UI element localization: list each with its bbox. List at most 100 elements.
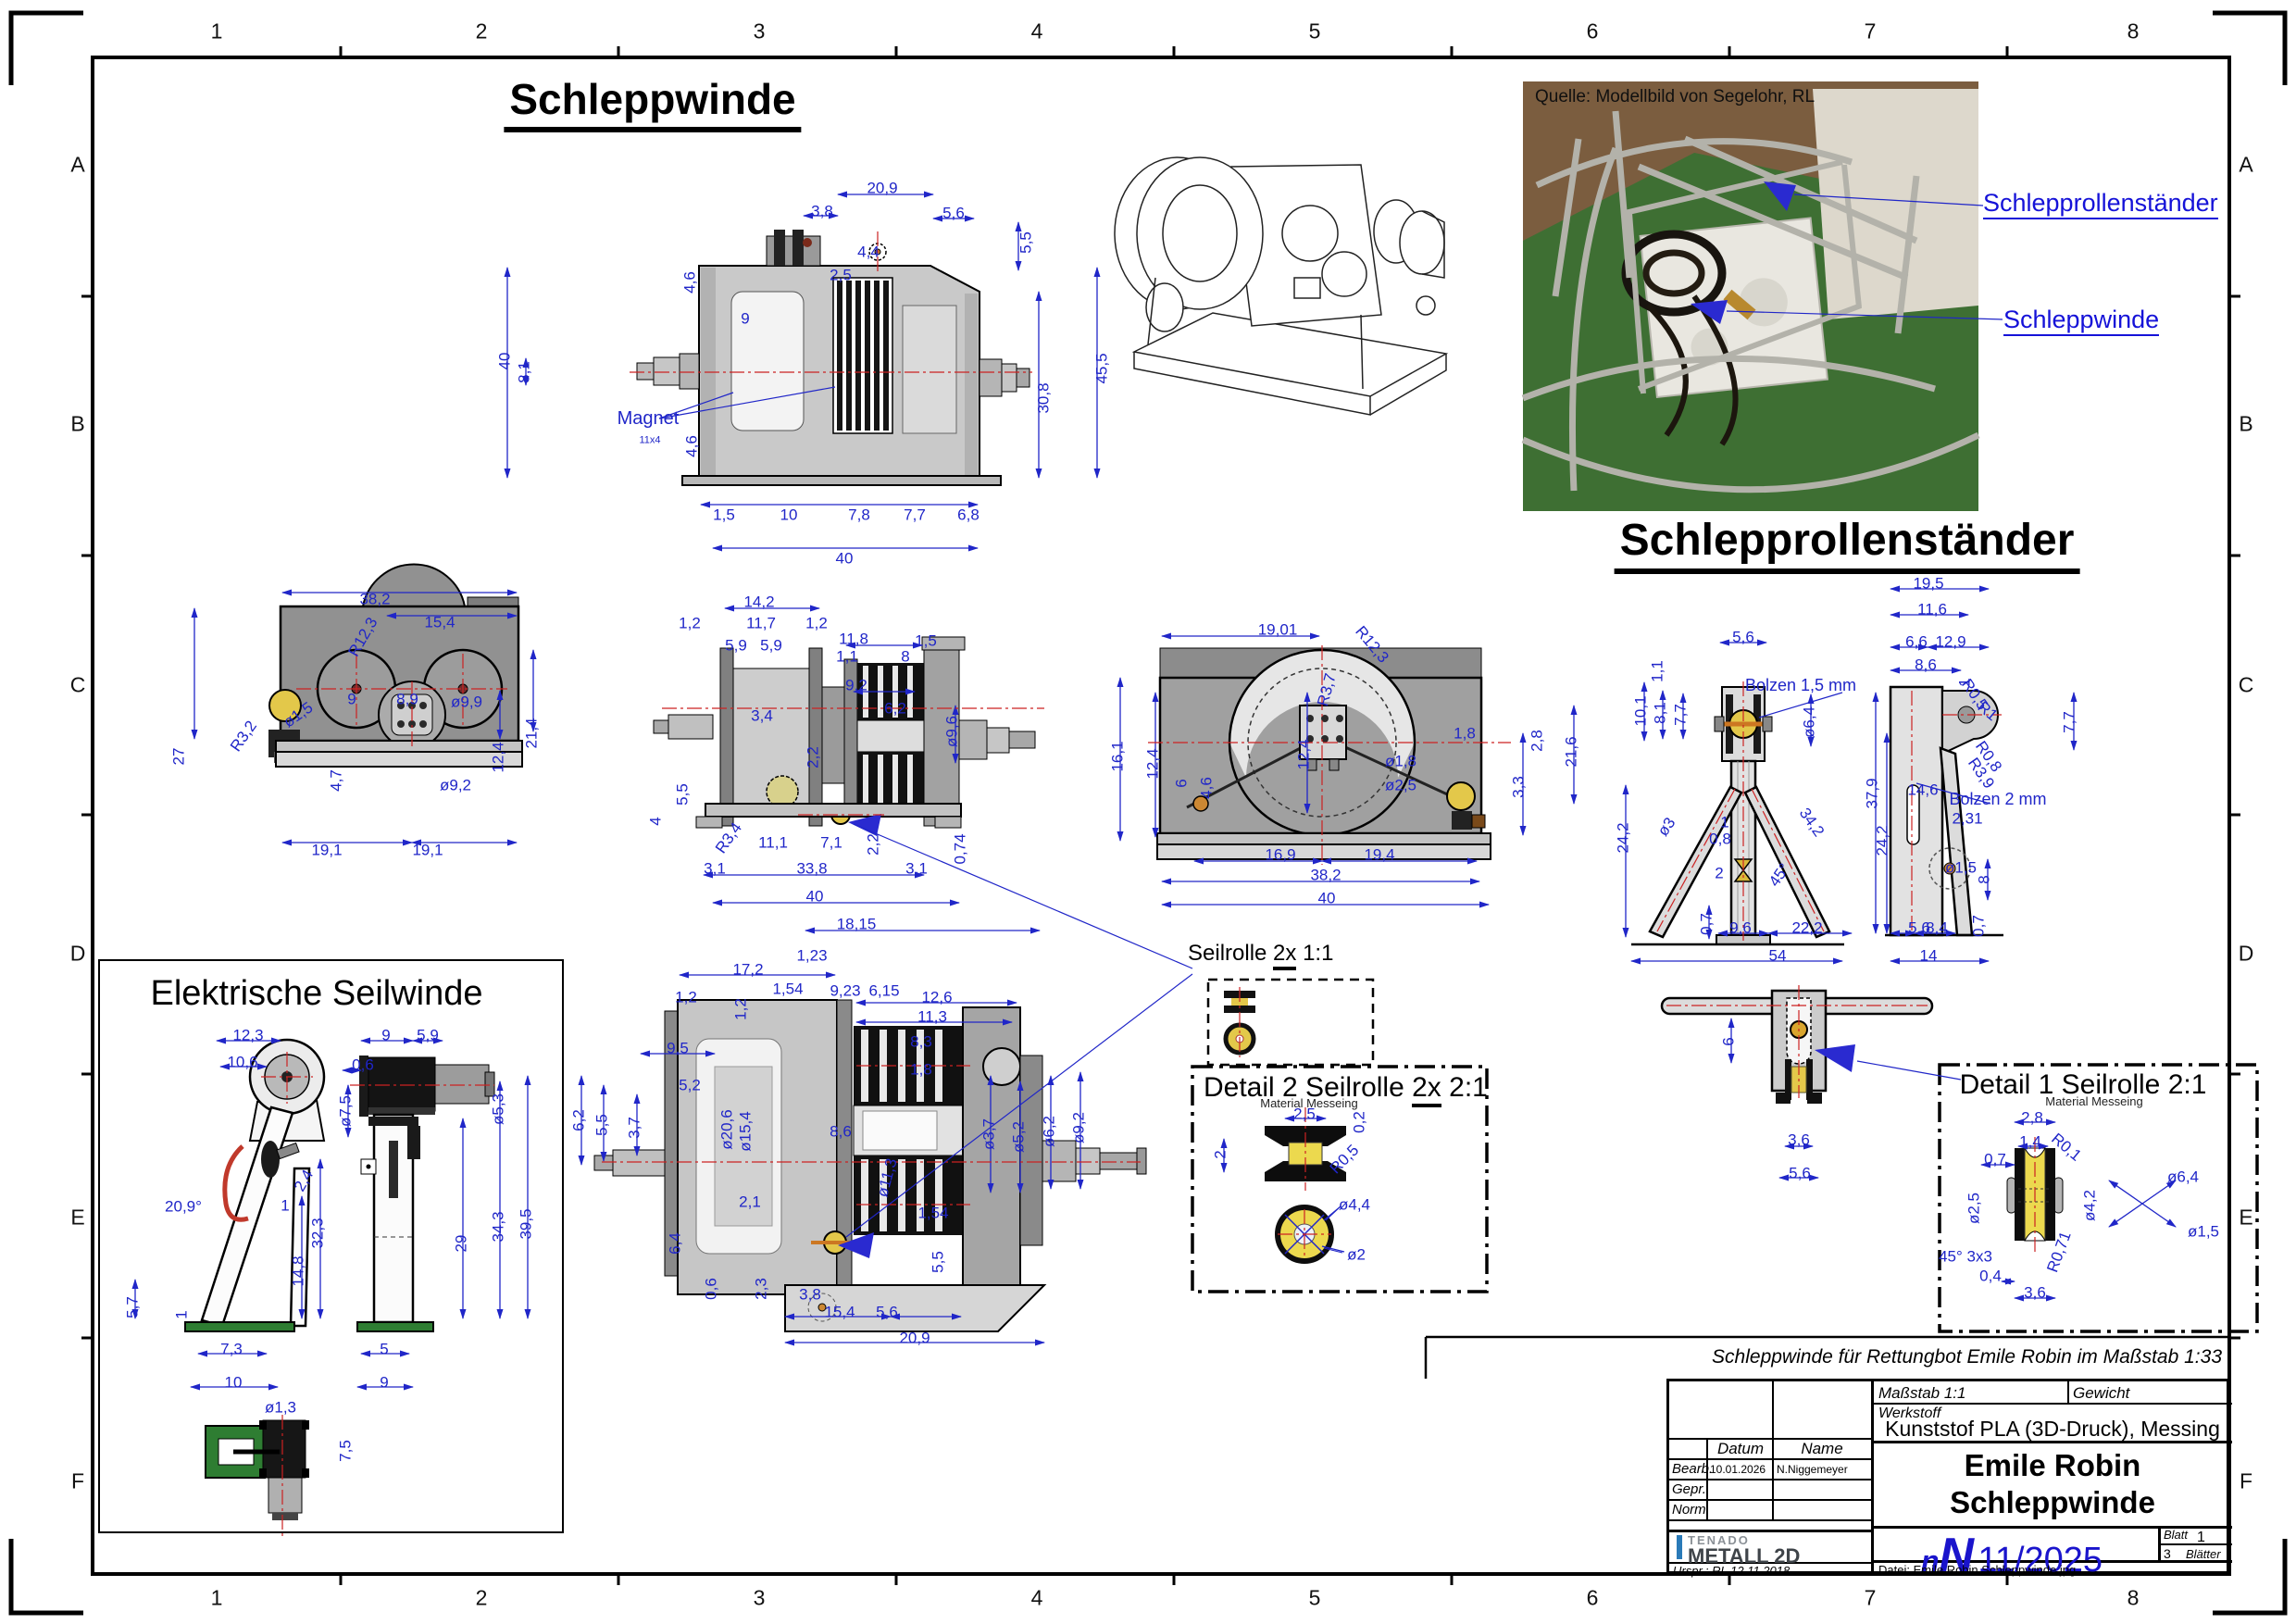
grid-label: A — [2239, 152, 2253, 177]
dim-label: 1 — [281, 1196, 290, 1215]
dim-label: 12,9 — [1935, 632, 1966, 651]
dim-label: ø15,4 — [736, 1111, 755, 1152]
dim-label: 3,7 — [625, 1117, 643, 1139]
dim-label: 11,1 — [758, 833, 788, 852]
dim-label: 1,2 — [675, 988, 697, 1006]
photo-inset — [1521, 81, 1980, 511]
detail2-title-scale: 2:1 — [1449, 1072, 1488, 1103]
dim-label: 5,6 — [942, 204, 965, 222]
dim-label: 0,6 — [702, 1278, 720, 1300]
tb-logo-tenado: TENADO — [1688, 1533, 1750, 1547]
grid-label: 5 — [1308, 19, 1321, 44]
dim-label: 3,8 — [799, 1285, 821, 1304]
dim-label: 37,9 — [1863, 778, 1881, 809]
detail2-title-text: Detail 2 Seilrolle — [1204, 1072, 1404, 1103]
seilrolle-label: Seilrolle 2x 1:1 — [1188, 941, 1333, 970]
dim-label: 2,2 — [864, 833, 882, 856]
dim-label: 3,1 — [704, 859, 726, 878]
dim-label: 7,3 — [220, 1340, 243, 1358]
footnote-strip-border — [1424, 1335, 2229, 1379]
grid-label: C — [69, 672, 86, 697]
title-block: Datum Name Bearb. 10.01.2026 N.Niggemeye… — [1666, 1379, 2232, 1582]
grid-label: 3 — [753, 1585, 766, 1610]
dim-label: ø5,3 — [489, 1093, 507, 1126]
dim-label: 38,2 — [1310, 866, 1341, 884]
seilrolle-label-qty: 2x — [1273, 941, 1297, 970]
view-rollenstaender-tbar — [1660, 989, 1934, 1104]
sheet-frame — [8, 10, 2288, 1616]
dim-label: 40 — [1317, 889, 1336, 907]
dim-label: 0,7 — [1984, 1150, 2006, 1168]
dim-label: ø6,4 — [1800, 706, 1818, 739]
dim-label: 6,6 — [1905, 632, 1928, 651]
dim-label: ø9,6 — [942, 715, 961, 748]
dim-label: 1,4 — [2019, 1132, 2041, 1151]
grid-label: E — [2239, 1205, 2253, 1230]
grid-label: 7 — [1864, 19, 1877, 44]
dim-label: 3,8 — [811, 202, 833, 220]
dim-label: 0,8 — [1709, 830, 1731, 848]
tb-title-line1: Emile Robin — [1964, 1448, 2141, 1482]
dim-label: 2,5 — [1293, 1105, 1316, 1123]
dim-label: ø5,2 — [1009, 1120, 1028, 1154]
grid-label: 3 — [753, 19, 766, 44]
detail1-box — [1938, 1063, 2259, 1333]
dim-label: 12,4 — [1143, 748, 1162, 780]
dim-label: 0,7 — [1697, 913, 1716, 935]
dim-label: 8,6 — [830, 1122, 852, 1141]
dim-label: ø1,5 — [2187, 1222, 2220, 1241]
view-winde-side — [653, 636, 1036, 829]
dim-label: 16,9 — [1265, 845, 1296, 864]
dim-label: 9 — [380, 1373, 389, 1392]
dim-label: 1,23 — [796, 946, 828, 965]
dim-label: 1,2 — [731, 998, 750, 1020]
dim-label: 19,1 — [311, 841, 343, 859]
leader-arrowheads — [838, 181, 1855, 1258]
dim-label: 8,9 — [396, 690, 418, 708]
dim-label: 6,8 — [957, 506, 980, 524]
dim-label: 7,7 — [904, 506, 926, 524]
dim-label: 14,6 — [1907, 781, 1939, 799]
view-winde-rear — [1156, 647, 1491, 860]
title-elektrische-seilwinde: Elektrische Seilwinde — [150, 974, 483, 1013]
dim-label: 1,2 — [679, 614, 701, 632]
grid-label: 7 — [1864, 1585, 1877, 1610]
dim-label: 4,7 — [327, 769, 345, 792]
dim-label: 0,2 — [1350, 1111, 1368, 1133]
dim-label: 9,23 — [830, 981, 861, 1000]
dim-label: 24,2 — [1614, 822, 1632, 854]
dim-label: 27 — [169, 747, 188, 766]
dim-label: 6,2 — [569, 1109, 588, 1131]
grid-label: 6 — [1586, 19, 1599, 44]
dim-label: 0,74 — [951, 833, 969, 865]
dim-label: 10,1 — [1631, 695, 1650, 727]
dim-label: 33,8 — [796, 859, 828, 878]
grid-label: 2 — [475, 1585, 488, 1610]
grid-label: F — [70, 1468, 85, 1493]
dim-label: 11,7 — [746, 614, 776, 632]
detail2-material: Material Messeing — [1260, 1096, 1358, 1110]
dim-label: 1,2 — [805, 614, 828, 632]
dim-label: 4,4 — [857, 243, 880, 261]
dim-label: 1,8 — [1454, 724, 1476, 743]
tb-norm-label: Norm — [1672, 1502, 1706, 1518]
dim-label: ø2 — [1347, 1245, 1366, 1264]
tb-bearb-name: N.Niggemeyer — [1777, 1463, 1848, 1476]
dim-label: 5,6 — [1732, 628, 1754, 646]
dim-label: 4,6 — [682, 435, 701, 457]
dim-label: 2,1 — [739, 1193, 761, 1211]
dim-label: 8 — [1975, 875, 1993, 884]
dim-label: 5,5 — [673, 783, 692, 806]
dim-label: 14,2 — [743, 593, 775, 611]
dim-label: 5,9 — [725, 636, 747, 655]
dim-label: 0,7 — [1969, 915, 1988, 937]
dim-label: 9 — [381, 1026, 391, 1044]
tb-urspr: Urspr.: RL 12.11.2018 — [1673, 1564, 1791, 1578]
view-winde-top — [268, 563, 523, 768]
dim-label: 54 — [1768, 946, 1787, 965]
dim-label: 40 — [805, 887, 824, 906]
dim-label: 9 — [741, 309, 750, 328]
tb-werkstoff-value: Kunststof PLA (3D-Druck), Messing — [1885, 1417, 2220, 1441]
tb-blatt-value: 1 — [2197, 1530, 2205, 1545]
